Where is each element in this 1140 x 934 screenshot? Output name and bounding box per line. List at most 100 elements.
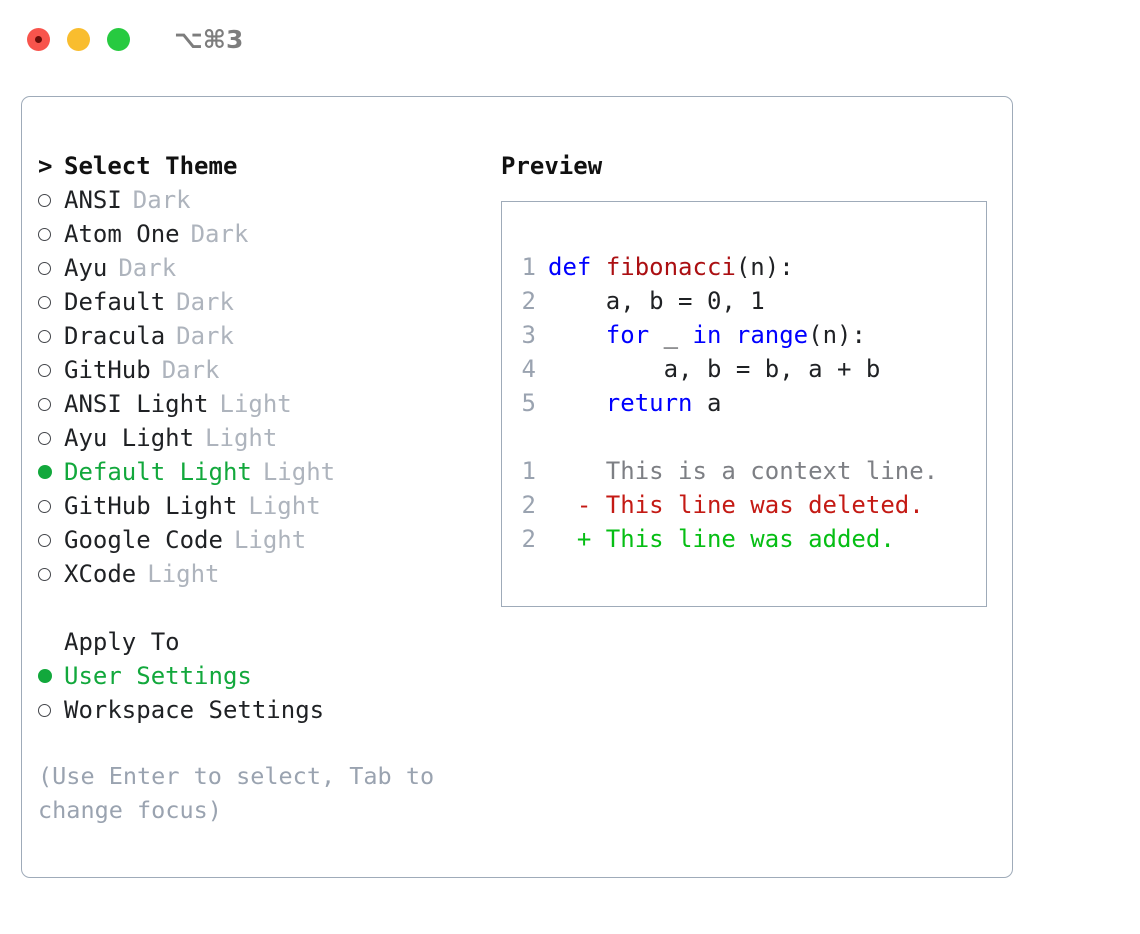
traffic-light-group — [27, 27, 130, 51]
theme-option-tag: Light — [147, 560, 220, 588]
minimize-window-button[interactable] — [67, 27, 90, 51]
apply-to-option-workspace-settings[interactable]: Workspace Settings — [38, 693, 498, 727]
select-theme-header: > Select Theme — [38, 149, 498, 183]
close-window-button[interactable] — [27, 27, 50, 51]
theme-option-label: Google Code — [64, 526, 223, 554]
radio-empty-icon — [38, 227, 64, 241]
code-token-plain: _ — [649, 321, 693, 349]
theme-option-label: Default Light — [64, 458, 252, 486]
code-token-kw: return — [605, 389, 693, 417]
keyboard-shortcut-label: ⌥⌘3 — [174, 24, 244, 54]
line-number: 4 — [521, 355, 536, 383]
code-token-plain: a — [692, 389, 722, 417]
radio-empty-icon — [38, 533, 64, 547]
diff-gap — [514, 420, 976, 454]
line-number: 2 — [521, 491, 536, 519]
apply-to-title: Apply To — [64, 628, 180, 656]
diff-line-deleted: 2 - This line was deleted. — [514, 488, 976, 522]
theme-option-default-light[interactable]: Default Light Light — [38, 455, 498, 489]
radio-dot — [38, 533, 51, 547]
theme-option-label: GitHub — [64, 356, 151, 384]
code-token-plain — [721, 321, 735, 349]
theme-option-github[interactable]: GitHub Dark — [38, 353, 498, 387]
line-number: 5 — [521, 389, 536, 417]
line-number: 3 — [521, 321, 536, 349]
theme-option-tag: Light — [205, 424, 278, 452]
chevron-right-icon: > — [38, 152, 53, 180]
apply-to-header: Apply To — [38, 625, 498, 659]
radio-dot — [38, 227, 51, 241]
theme-option-label: ANSI Light — [64, 390, 209, 418]
radio-empty-icon — [38, 363, 64, 377]
diff-text: This line was deleted. — [605, 491, 924, 519]
code-indent — [548, 321, 606, 349]
radio-empty-icon — [38, 329, 64, 343]
theme-option-tag: Light — [262, 458, 336, 486]
theme-option-tag: Dark — [161, 356, 220, 384]
keyboard-hint: (Use Enter to select, Tab to change focu… — [38, 762, 435, 824]
theme-option-label: GitHub Light — [64, 492, 238, 520]
theme-option-github-light[interactable]: GitHub Light Light — [38, 489, 498, 523]
radio-empty-icon — [38, 397, 64, 411]
radio-dot — [38, 261, 51, 275]
code-token-kw: def — [548, 253, 592, 281]
theme-option-label: Ayu Light — [64, 424, 195, 452]
section-gap — [38, 591, 498, 625]
theme-option-google-code[interactable]: Google Code Light — [38, 523, 498, 557]
theme-option-ayu-light[interactable]: Ayu Light Light — [38, 421, 498, 455]
radio-dot — [38, 295, 51, 309]
code-indent — [548, 287, 606, 315]
theme-option-tag: Dark — [118, 254, 177, 282]
apply-to-option-user-settings[interactable]: User Settings — [38, 659, 498, 693]
code-token-plain: (n): — [735, 253, 794, 281]
code-token-plain: (n): — [808, 321, 866, 349]
theme-option-label: ANSI — [64, 186, 122, 214]
theme-option-label: Default — [64, 288, 166, 316]
code-line: 5 return a — [514, 386, 976, 420]
apply-to-option-label: User Settings — [64, 662, 252, 690]
diff-text: This is a context line. — [605, 457, 939, 485]
radio-dot — [38, 193, 51, 207]
theme-option-tag: Light — [233, 526, 307, 554]
theme-option-label: Atom One — [64, 220, 180, 248]
code-line: 3 for _ in range(n): — [514, 318, 976, 352]
select-theme-title: Select Theme — [64, 152, 238, 180]
radio-selected-icon — [38, 465, 64, 479]
theme-option-ansi[interactable]: ANSI Dark — [38, 183, 498, 217]
theme-option-tag: Light — [248, 492, 321, 520]
radio-dot — [38, 397, 51, 411]
apply-to-option-label: Workspace Settings — [64, 696, 325, 724]
code-indent — [548, 389, 606, 417]
theme-option-label: Dracula — [64, 322, 166, 350]
theme-option-label: XCode — [64, 560, 137, 588]
theme-option-tag: Light — [219, 390, 292, 418]
theme-option-xcode[interactable]: XCode Light — [38, 557, 498, 591]
diff-line-added: 2 + This line was added. — [514, 522, 976, 556]
code-token-fn: fibonacci — [605, 253, 736, 281]
code-token-kw: for — [605, 321, 650, 349]
radio-empty-icon — [38, 567, 64, 581]
theme-option-tag: Dark — [132, 186, 191, 214]
code-line: 4 a, b = b, a + b — [514, 352, 976, 386]
theme-option-ansi-light[interactable]: ANSI Light Light — [38, 387, 498, 421]
code-token-plain: a, b = b, a + b — [663, 355, 881, 383]
theme-option-ayu[interactable]: Ayu Dark — [38, 251, 498, 285]
title-bar: ⌥⌘3 — [0, 0, 1140, 78]
maximize-window-button[interactable] — [107, 27, 130, 51]
diff-line-context: 1 This is a context line. — [514, 454, 976, 488]
theme-option-label: Ayu — [64, 254, 108, 282]
radio-empty-icon — [38, 295, 64, 309]
radio-dot — [38, 465, 52, 479]
